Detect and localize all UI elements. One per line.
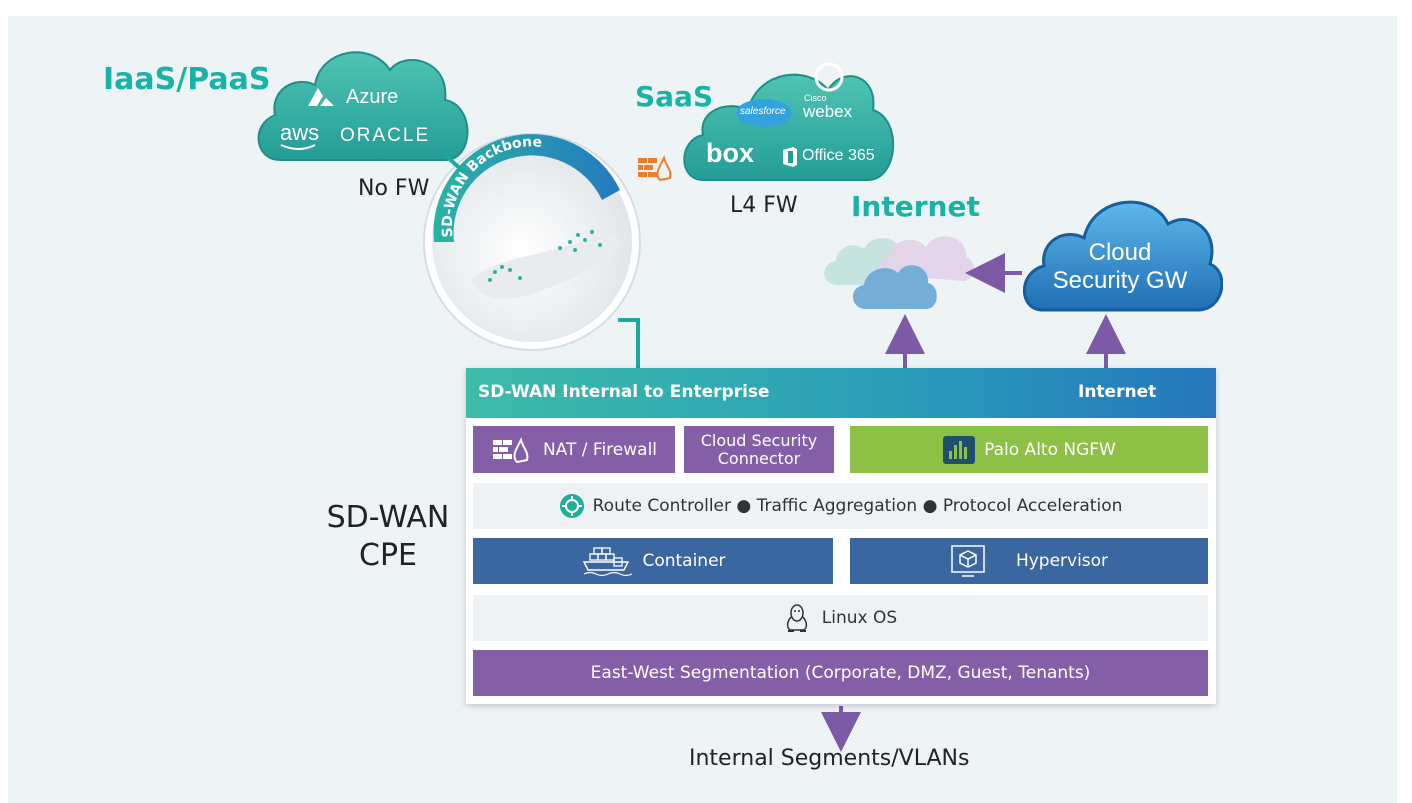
cloud-gw-line1: Cloud	[1089, 239, 1152, 266]
cpe-header-bar: SD-WAN Internal to Enterprise Internet	[466, 368, 1216, 418]
segmentation-label: East-West Segmentation (Corporate, DMZ, …	[590, 663, 1091, 683]
internet-title: Internet	[851, 190, 980, 223]
cpe-label-line1: SD-WAN	[326, 500, 450, 535]
iaas-cloud	[257, 51, 469, 161]
firewall-box-icon	[491, 434, 535, 466]
aws-smile-icon	[280, 144, 316, 150]
backbone-connector-line	[618, 318, 640, 370]
azure-label: Azure	[346, 86, 399, 108]
palo-alto-icon	[942, 435, 976, 465]
container-ship-icon	[580, 544, 634, 578]
cloud-security-gw: Cloud Security GW	[1022, 200, 1223, 312]
linux-os-row: Linux OS	[473, 595, 1208, 641]
oracle-label: ORACLE	[340, 125, 431, 146]
box-label: box	[706, 138, 755, 168]
cpe-label-line2: CPE	[359, 538, 417, 573]
route-controller-label: Route Controller ● Traffic Aggregation ●…	[592, 496, 1123, 516]
connector-line1: Cloud Security	[700, 430, 818, 450]
palo-alto-label: Palo Alto NGFW	[984, 439, 1116, 460]
firewall-icon	[638, 155, 672, 182]
route-icon	[559, 493, 585, 519]
office365-label: Office 365	[802, 147, 875, 164]
cpe-panel	[466, 368, 1216, 704]
linux-label: Linux OS	[821, 608, 898, 628]
palo-alto-box: Palo Alto NGFW	[850, 426, 1208, 473]
container-label: Container	[642, 551, 726, 571]
salesforce-label: salesforce	[740, 106, 786, 117]
hypervisor-label: Hypervisor	[1015, 551, 1109, 571]
segmentation-row: East-West Segmentation (Corporate, DMZ, …	[473, 650, 1208, 696]
webex-label: webex	[803, 102, 853, 121]
saas-title: SaaS	[635, 80, 714, 113]
office-icon	[783, 147, 797, 167]
hypervisor-box: Hypervisor	[850, 538, 1208, 584]
cisco-label: Cisco	[804, 93, 827, 103]
salesforce-icon	[736, 99, 792, 127]
header-right-label: Internet	[1078, 382, 1157, 402]
backbone-label-arc: SD-WAN Backbone	[440, 134, 543, 238]
saas-cloud	[683, 73, 894, 181]
tux-icon	[784, 603, 810, 633]
sd-wan-backbone-globe	[423, 133, 641, 351]
saas-fw-label: L4 FW	[730, 193, 798, 218]
iaas-title: IaaS/PaaS	[103, 62, 271, 97]
cloud-gw-line2: Security GW	[1053, 267, 1188, 294]
connector-line2: Connector	[717, 448, 801, 468]
iaas-connector-line	[442, 152, 466, 174]
internet-clouds	[824, 236, 975, 309]
container-box: Container	[473, 538, 833, 584]
nat-firewall-box: NAT / Firewall	[473, 426, 675, 473]
header-left-label: SD-WAN Internal to Enterprise	[478, 382, 770, 402]
route-controller-row: Route Controller ● Traffic Aggregation ●…	[473, 483, 1208, 529]
webex-icon	[814, 62, 844, 92]
cloud-security-connector-box: Cloud Security Connector	[684, 426, 834, 473]
iaas-fw-label: No FW	[358, 176, 430, 201]
internal-segments-label: Internal Segments/VLANs	[689, 746, 970, 771]
nat-firewall-label: NAT / Firewall	[542, 439, 658, 460]
aws-label: aws	[280, 120, 320, 145]
hypervisor-icon	[950, 544, 986, 578]
azure-icon	[308, 88, 334, 106]
